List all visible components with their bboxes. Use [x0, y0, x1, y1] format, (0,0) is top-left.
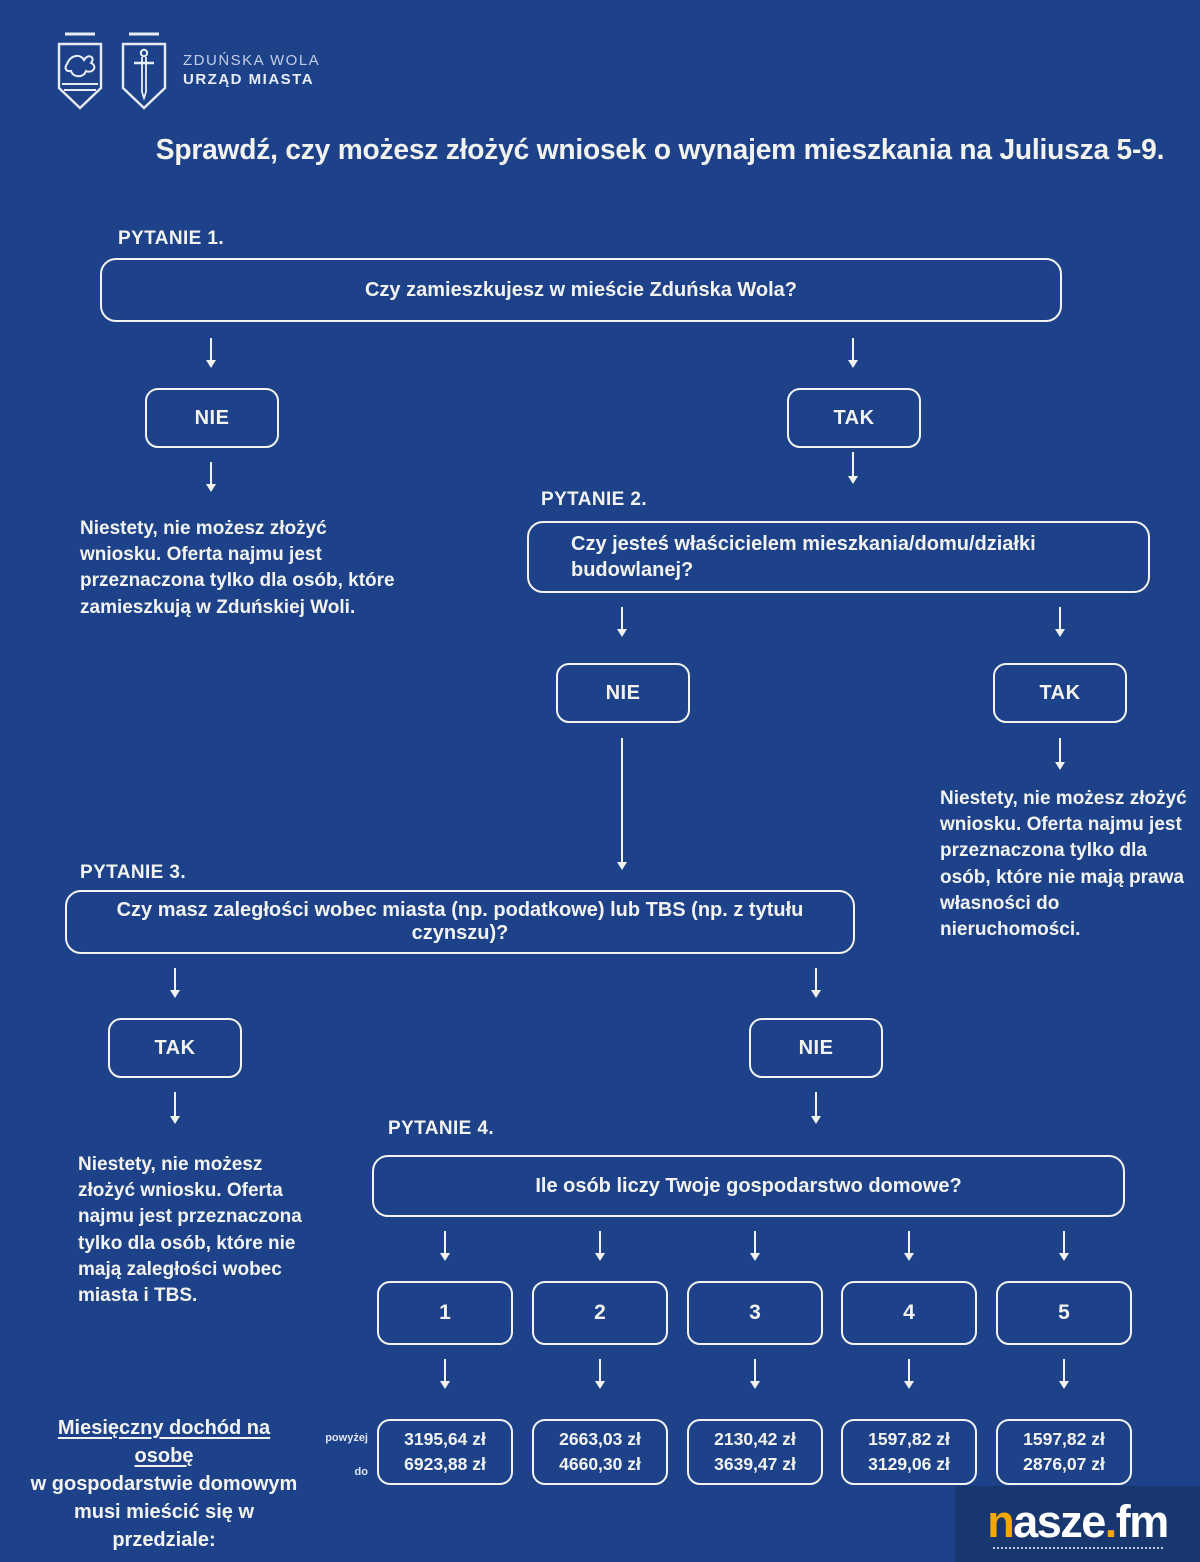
- arrow-down-icon: [845, 338, 861, 368]
- logo-org-dept: URZĄD MIASTA: [183, 71, 315, 88]
- answer-yes-label: TAK: [1039, 681, 1081, 704]
- arrow-down-icon: [1056, 1359, 1072, 1389]
- income-to-label: do: [354, 1466, 368, 1478]
- brand-fm: fm: [1115, 1496, 1170, 1547]
- income-to-value: 6923,88 zł: [404, 1454, 486, 1474]
- crest-sword-icon: [121, 32, 167, 110]
- question-1-text: Czy zamieszkujesz w mieście Zduńska Wola…: [364, 278, 797, 301]
- answer-yes-label: TAK: [154, 1036, 196, 1059]
- answer-yes-label: TAK: [833, 406, 875, 429]
- income-note-line3: musi mieścić się w przedziale:: [73, 1501, 255, 1551]
- question-4-box: Ile osób liczy Twoje gospodarstwo domowe…: [372, 1155, 1125, 1217]
- answer-yes-q1: TAK: [787, 388, 921, 448]
- arrow-down-icon: [592, 1359, 608, 1389]
- answer-no-label: NIE: [605, 681, 641, 704]
- arrow-down-icon: [437, 1359, 453, 1389]
- income-range-box-4: 1597,82 zł 3129,06 zł: [841, 1419, 977, 1485]
- income-above-value: 2663,03 zł: [559, 1429, 641, 1449]
- question-4-label: PYTANIE 4.: [388, 1118, 495, 1139]
- household-size-value: 1: [439, 1301, 451, 1324]
- page-title: Sprawdź, czy możesz złożyć wniosek o wyn…: [155, 134, 1165, 166]
- answer-no-label: NIE: [194, 406, 230, 429]
- arrow-down-icon: [1052, 607, 1068, 637]
- arrow-down-icon: [167, 1092, 183, 1124]
- arrow-down-icon: [901, 1359, 917, 1389]
- question-4-text: Ile osób liczy Twoje gospodarstwo domowe…: [535, 1174, 962, 1197]
- income-note-line2: w gospodarstwie domowym: [30, 1473, 298, 1495]
- nasze-fm-logo: nasze.fm: [987, 1496, 1170, 1547]
- question-2-text: Czy jesteś właścicielem mieszkania/domu/…: [571, 533, 1036, 581]
- question-2-box: Czy jesteś właścicielem mieszkania/domu/…: [527, 521, 1150, 593]
- brand-n: n: [987, 1496, 1015, 1547]
- income-to-value: 3129,06 zł: [868, 1454, 950, 1474]
- answer-no-q1: NIE: [145, 388, 279, 448]
- income-above-label: powyżej: [325, 1432, 368, 1444]
- household-size-value: 5: [1058, 1301, 1070, 1324]
- question-3-label: PYTANIE 3.: [80, 862, 187, 883]
- income-note: Miesięczny dochód na osobę w gospodarstw…: [30, 1414, 298, 1554]
- income-range-box-1: 3195,64 zł 6923,88 zł: [377, 1419, 513, 1485]
- household-size-value: 2: [594, 1301, 606, 1324]
- household-size-box-2: 2: [532, 1281, 668, 1345]
- income-range-box-3: 2130,42 zł 3639,47 zł: [687, 1419, 823, 1485]
- answer-yes-q3: TAK: [108, 1018, 242, 1078]
- income-to-value: 2876,07 zł: [1023, 1454, 1105, 1474]
- question-2-label: PYTANIE 2.: [541, 489, 648, 510]
- arrow-down-icon: [203, 338, 219, 368]
- answer-no-q3: NIE: [749, 1018, 883, 1078]
- brand-asze: asze: [1013, 1496, 1106, 1547]
- city-logo: ZDUŃSKA WOLA URZĄD MIASTA: [55, 30, 320, 112]
- arrow-down-icon: [747, 1359, 763, 1389]
- arrow-down-icon: [614, 738, 630, 870]
- arrow-down-icon: [437, 1231, 453, 1261]
- arrow-down-icon: [747, 1231, 763, 1261]
- logo-org-name: ZDUŃSKA WOLA: [183, 52, 321, 70]
- brand-dot: .: [1104, 1496, 1118, 1547]
- household-size-value: 4: [903, 1301, 915, 1324]
- income-above-value: 3195,64 zł: [404, 1429, 486, 1449]
- household-size-value: 3: [749, 1301, 761, 1324]
- income-to-value: 4660,30 zł: [559, 1454, 641, 1474]
- arrow-down-icon: [203, 462, 219, 492]
- outcome-q1-no-text: Niestety, nie możesz złożyć wniosku. Ofe…: [80, 518, 395, 618]
- crest-lion-icon: [57, 32, 103, 110]
- arrow-down-icon: [808, 1092, 824, 1124]
- income-above-value: 1597,82 zł: [868, 1429, 950, 1449]
- question-1-label: PYTANIE 1.: [118, 228, 225, 249]
- brand-band: nasze.fm: [955, 1486, 1200, 1562]
- household-size-box-3: 3: [687, 1281, 823, 1345]
- household-size-box-5: 5: [996, 1281, 1132, 1345]
- income-note-line1: Miesięczny dochód na osobę: [57, 1417, 271, 1467]
- income-to-value: 3639,47 zł: [714, 1454, 796, 1474]
- arrow-down-icon: [167, 968, 183, 998]
- question-1-box: Czy zamieszkujesz w mieście Zduńska Wola…: [100, 258, 1062, 322]
- income-above-value: 1597,82 zł: [1023, 1429, 1105, 1449]
- arrow-down-icon: [808, 968, 824, 998]
- arrow-down-icon: [592, 1231, 608, 1261]
- household-size-box-1: 1: [377, 1281, 513, 1345]
- brand-tagline-dots: [992, 1547, 1163, 1549]
- answer-no-label: NIE: [798, 1036, 834, 1059]
- income-range-box-2: 2663,03 zł 4660,30 zł: [532, 1419, 668, 1485]
- arrow-down-icon: [1056, 1231, 1072, 1261]
- arrow-down-icon: [901, 1231, 917, 1261]
- answer-no-q2: NIE: [556, 663, 690, 723]
- outcome-q3-yes-text: Niestety, nie możesz złożyć wniosku. Ofe…: [78, 1154, 302, 1307]
- income-range-box-5: 1597,82 zł 2876,07 zł: [996, 1419, 1132, 1485]
- arrow-down-icon: [614, 607, 630, 637]
- income-above-value: 2130,42 zł: [714, 1429, 796, 1449]
- answer-yes-q2: TAK: [993, 663, 1127, 723]
- question-3-text: Czy masz zaległości wobec miasta (np. po…: [116, 899, 804, 944]
- outcome-q2-yes-text: Niestety, nie możesz złożyć wniosku. Ofe…: [940, 788, 1187, 941]
- household-size-box-4: 4: [841, 1281, 977, 1345]
- question-3-box: Czy masz zaległości wobec miasta (np. po…: [65, 890, 855, 954]
- arrow-down-icon: [845, 452, 861, 484]
- arrow-down-icon: [1052, 738, 1068, 770]
